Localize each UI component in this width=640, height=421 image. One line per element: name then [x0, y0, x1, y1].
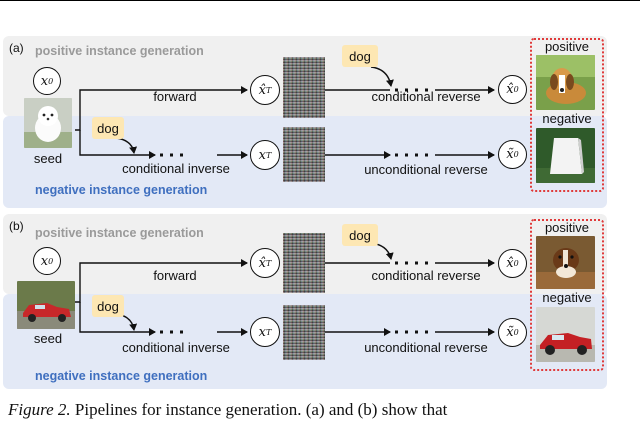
panel-b-label: (b) — [9, 219, 24, 233]
panel-b-negative-label: negative — [542, 290, 592, 305]
top-rule — [0, 0, 640, 1]
panel-a-forward-label: forward — [153, 89, 197, 104]
panel-a-positive-label: positive — [544, 39, 590, 54]
red-car-icon — [17, 281, 75, 329]
panel-b-noise-top — [283, 233, 325, 293]
panel-a-x0-hat-node: x̂0 — [498, 75, 527, 104]
panel-a-output-box — [530, 38, 604, 192]
panel-a-noise-top — [283, 57, 325, 118]
panel-a-dog-tag-top: dog — [342, 45, 378, 67]
panel-b-noise-bottom — [283, 305, 325, 360]
panel-b-dog-tag-top: dog — [342, 224, 378, 246]
panel-b-positive-label: positive — [544, 220, 590, 235]
dog-icon — [536, 236, 595, 289]
panel-b-output-box — [530, 219, 604, 371]
white-box-icon — [536, 128, 595, 183]
caption-text: Pipelines for instance generation. (a) a… — [74, 400, 448, 419]
panel-b-xT-hat-node: x̂T — [250, 248, 280, 278]
panel-a-positive-image — [536, 55, 595, 110]
beagle-icon — [536, 55, 595, 110]
caption-figure-number: Figure 2. — [8, 400, 71, 419]
panel-b-negative-image — [536, 307, 595, 362]
panel-a-xT-hat-node: x̂T — [250, 75, 280, 105]
panel-b-positive-image — [536, 236, 595, 289]
panel-a-negative-title: negative instance generation — [35, 183, 208, 197]
panel-b-conditional-reverse-label: conditional reverse — [371, 268, 481, 283]
panel-a-x0-tilde-node: x̃0 — [498, 140, 527, 169]
panel-b-conditional-inverse-label: conditional inverse — [122, 340, 230, 355]
panel-b-x0-tilde-node: x̃0 — [498, 318, 527, 347]
panel-a-conditional-reverse-label: conditional reverse — [371, 89, 481, 104]
panel-b-positive-title: positive instance generation — [35, 226, 204, 240]
panel-b-seed-label: seed — [33, 331, 63, 346]
white-dog-icon — [24, 98, 72, 148]
figure-caption: Figure 2. Pipelines for instance generat… — [8, 400, 447, 420]
panel-b-x0-hat-node: x̂0 — [498, 249, 527, 278]
panel-a-negative-image — [536, 128, 595, 183]
panel-b-unconditional-reverse-label: unconditional reverse — [364, 340, 488, 355]
panel-a-seed-image — [24, 98, 72, 148]
panel-a-negative-label: negative — [542, 111, 592, 126]
panel-b-forward-label: forward — [153, 268, 197, 283]
panel-a-seed-label: seed — [33, 151, 63, 166]
panel-a-label: (a) — [9, 41, 24, 55]
red-car-icon — [536, 307, 595, 362]
panel-a-noise-bottom — [283, 127, 325, 182]
panel-b-seed-image — [17, 281, 75, 329]
panel-a-dog-tag-bottom: dog — [92, 117, 124, 139]
panel-a-conditional-inverse-label: conditional inverse — [122, 161, 230, 176]
panel-b-negative-title: negative instance generation — [35, 369, 208, 383]
panel-a-unconditional-reverse-label: unconditional reverse — [364, 162, 488, 177]
panel-a-positive-title: positive instance generation — [35, 44, 204, 58]
panel-b-dog-tag-bottom: dog — [92, 295, 124, 317]
